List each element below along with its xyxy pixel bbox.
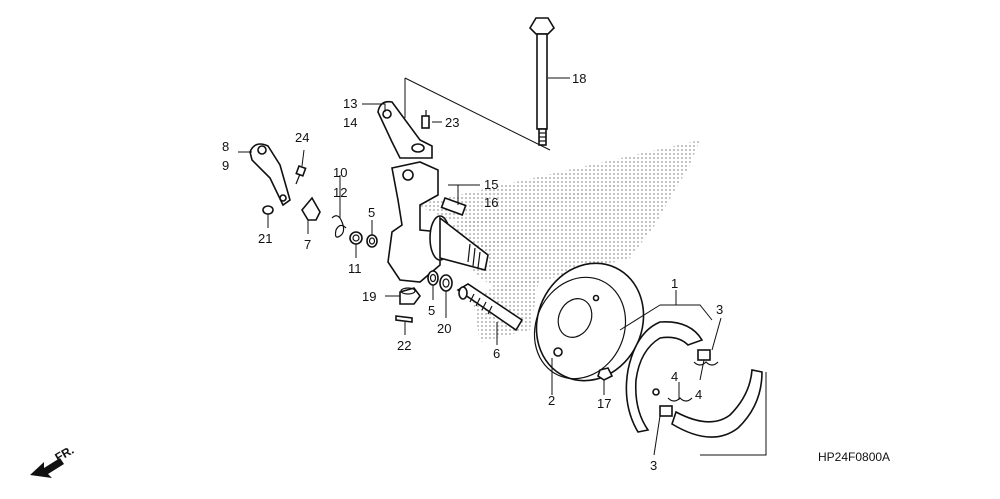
arm-8-9 [249,143,291,207]
brake-panel-2 [533,262,645,382]
washer-5-upper [366,234,378,248]
washer-11 [349,231,363,245]
callout-9: 9 [222,158,229,173]
callout-24: 24 [295,130,309,145]
callout-5-upper: 5 [368,205,375,220]
callout-16: 16 [484,195,498,210]
bolt-23 [421,110,430,129]
callout-17: 17 [597,396,611,411]
bolt-24 [295,164,307,185]
shaft-6 [456,283,524,332]
callout-19: 19 [362,289,376,304]
callout-3-bottom: 3 [650,458,657,473]
callout-7: 7 [304,237,311,252]
nut-19 [399,287,421,305]
callout-18: 18 [572,71,586,86]
washer-5-lower [427,270,439,286]
callout-labels: 18 13 14 23 8 9 24 10 12 15 16 5 21 7 11… [222,71,723,473]
callout-4-left: 4 [671,369,678,384]
bolt-18 [528,17,556,146]
callout-13: 13 [343,96,357,111]
callout-23: 23 [445,115,459,130]
callout-8: 8 [222,139,229,154]
brake-shoes-1 [625,321,763,438]
diagram-code: HP24F0800A [818,450,890,464]
callout-10: 10 [333,165,347,180]
callout-2: 2 [548,393,555,408]
wing-logo-watermark [415,140,700,342]
callout-11: 11 [348,261,362,276]
callout-5-lower: 5 [428,303,435,318]
assembly-bracket-lines [404,77,551,151]
bolt-17 [597,367,614,381]
callout-15: 15 [484,177,498,192]
leader-lines [238,77,722,456]
nut-21 [262,205,274,215]
callout-22: 22 [397,338,411,353]
spring-10-12 [331,215,347,238]
callout-20: 20 [437,321,451,336]
shoe-bracket-lines [619,304,767,456]
callout-6: 6 [493,346,500,361]
front-arrow-icon: FR. [30,443,76,478]
knuckle-15-16 [387,161,489,283]
callout-14: 14 [343,115,357,130]
pin-22 [395,315,413,323]
callout-12: 12 [333,185,347,200]
washer-20 [439,274,453,292]
callout-3-top: 3 [716,302,723,317]
callout-1: 1 [671,276,678,291]
plate-7 [301,196,321,221]
callout-4-right: 4 [695,387,702,402]
callout-21: 21 [258,231,272,246]
